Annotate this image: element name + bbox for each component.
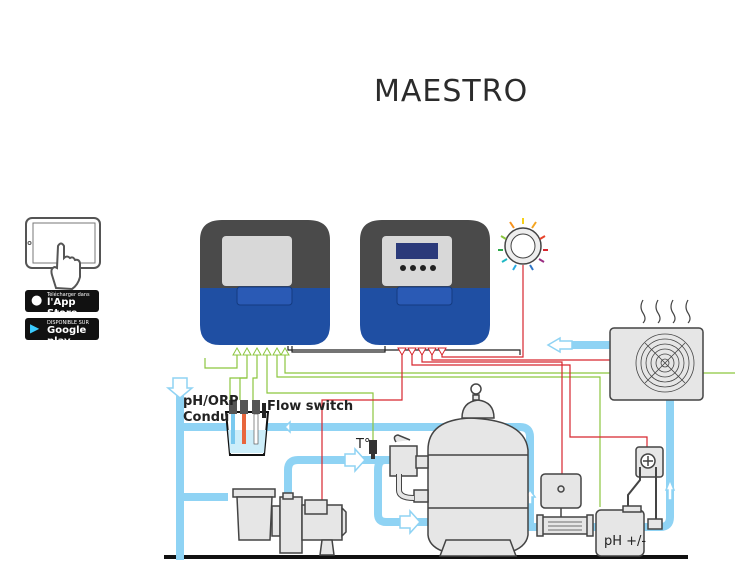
arrow-up-icon [664,477,676,501]
controller-output [360,220,490,357]
pipe-pump-out [284,456,420,497]
google-play-caption: DISPONIBLE SUR [47,320,89,326]
flow-switch-label: Flow switch [267,399,354,414]
conductivity-label: Condu [183,410,230,425]
google-play-badge[interactable]: ▶ DISPONIBLE SUR Google play [25,318,99,347]
pump-icon [232,488,347,556]
tablet-touch-icon [25,217,101,291]
water-pipes [176,341,674,560]
input-wires [204,355,735,507]
controller-input [200,220,330,356]
ph-orp-label: pH/ORP [183,394,239,409]
pipe-filter-out [420,423,534,527]
temperature-sensor-icon [369,440,377,459]
pool-light-icon [498,218,548,271]
sand-filter-icon [389,383,529,557]
bus-cable [291,346,386,353]
apple-icon: ● [31,293,43,308]
pipe-to-pump [176,493,228,502]
google-play-icon: ▶ [30,321,40,335]
arrow-right-icon [344,447,367,473]
ph-tank-icon [595,505,645,557]
electrolysis-cell-icon [536,473,594,537]
page-title: MAESTRO [374,74,529,109]
flow-arrows [165,336,676,535]
arrow-right-icon [399,509,422,535]
arrow-down-icon [165,377,195,399]
arrow-left-icon [283,420,291,434]
heat-pump-icon [609,299,704,401]
probe-cell-icon [224,400,270,456]
wires [204,265,735,510]
app-store-label: l'App Store [47,297,78,319]
pipe-filter-loop [374,456,440,526]
ph-tank-label: pH +/- [604,534,647,549]
arrow-left-icon [546,336,573,354]
app-store-caption: Télécharger dans [47,292,90,298]
google-play-label: Google play [47,325,87,347]
temperature-label: T° [356,437,371,452]
app-store-badge[interactable]: ● Télécharger dans l'App Store [25,290,99,319]
dosing-pump-icon [627,446,664,530]
